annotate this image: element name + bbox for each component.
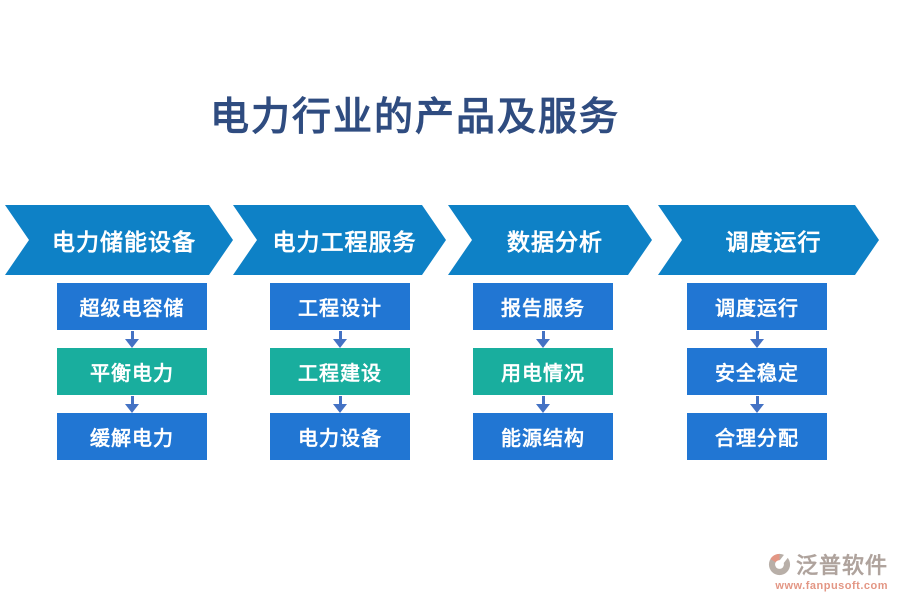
flow-node: 能源结构 (473, 413, 613, 460)
flow-node: 报告服务 (473, 283, 613, 330)
stage-arrow-data-analysis: 数据分析 (448, 205, 652, 275)
stage-arrow-dispatch-operation: 调度运行 (658, 205, 879, 275)
stage-column-engineering-service: 工程设计 工程建设 电力设备 (270, 283, 410, 460)
stage-column-data-analysis: 报告服务 用电情况 能源结构 (473, 283, 613, 460)
down-arrow-icon (750, 395, 764, 413)
flow-node: 用电情况 (473, 348, 613, 395)
down-arrow-icon (750, 330, 764, 348)
flow-node: 合理分配 (687, 413, 827, 460)
flow-node: 安全稳定 (687, 348, 827, 395)
flow-node: 工程设计 (270, 283, 410, 330)
stage-label: 调度运行 (725, 229, 822, 255)
down-arrow-icon (333, 395, 347, 413)
down-arrow-icon (125, 395, 139, 413)
brand-name: 泛普软件 (795, 553, 888, 578)
flow-node: 超级电容储 (57, 283, 207, 330)
stage-arrow-engineering-service: 电力工程服务 (233, 205, 446, 275)
down-arrow-icon (125, 330, 139, 348)
down-arrow-icon (536, 395, 550, 413)
down-arrow-icon (333, 330, 347, 348)
vendor-watermark: 泛普软件 www.fanpusoft.com (767, 548, 888, 592)
flow-node: 平衡电力 (57, 348, 207, 395)
flow-node: 缓解电力 (57, 413, 207, 460)
stage-label: 电力储能设备 (52, 229, 196, 255)
down-arrow-icon (536, 330, 550, 348)
flow-node: 电力设备 (270, 413, 410, 460)
fanpu-logo-icon (767, 551, 792, 577)
stage-label: 电力工程服务 (272, 229, 417, 255)
brand-url: www.fanpusoft.com (775, 580, 888, 592)
stage-arrow-energy-storage: 电力储能设备 (5, 205, 233, 275)
stage-label: 数据分析 (507, 229, 603, 255)
stage-column-energy-storage: 超级电容储 平衡电力 缓解电力 (57, 283, 207, 460)
flow-node: 工程建设 (270, 348, 410, 395)
stage-column-dispatch-operation: 调度运行 安全稳定 合理分配 (687, 283, 827, 460)
flow-node: 调度运行 (687, 283, 827, 330)
page-title: 电力行业的产品及服务 (209, 96, 620, 139)
